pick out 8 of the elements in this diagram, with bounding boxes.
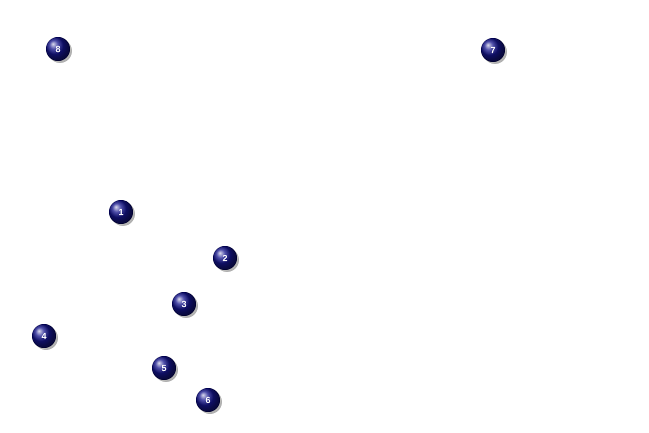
callout-number: 1 <box>109 200 135 226</box>
callout-number: 8 <box>46 37 72 63</box>
callout-number: 4 <box>32 324 58 350</box>
callout-number: 2 <box>213 246 239 272</box>
callout-number: 3 <box>172 292 198 318</box>
callout-number: 5 <box>152 356 178 382</box>
callout-number: 7 <box>481 38 507 64</box>
callout-number: 6 <box>196 388 222 414</box>
